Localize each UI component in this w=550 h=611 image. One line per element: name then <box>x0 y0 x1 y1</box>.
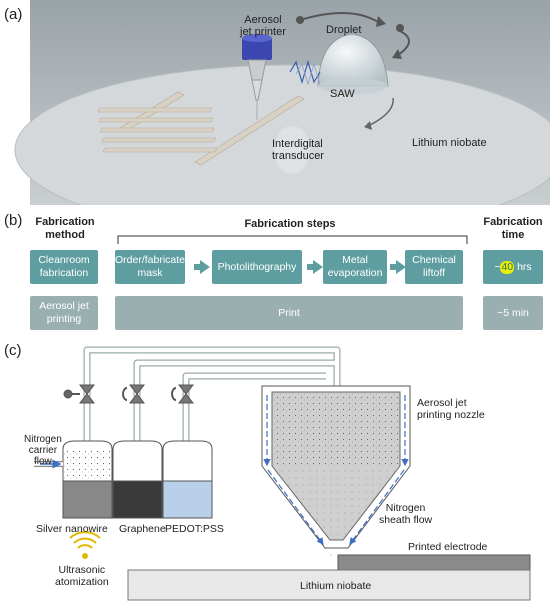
aerosol-time-box: ~5 min <box>483 296 543 330</box>
step-arrow-2 <box>307 260 323 274</box>
printed-electrode <box>337 554 531 571</box>
header-fabrication-method: Fabrication method <box>35 216 95 241</box>
step-print: Print <box>115 296 463 330</box>
panel-b-letter: (b) <box>4 212 23 229</box>
interdigital-transducer-electrodes <box>97 91 305 166</box>
lithium-niobate-substrate <box>127 569 531 601</box>
aerosol-jet-printing-box: Aerosol jet printing <box>30 296 98 330</box>
label-nitrogen-carrier-flow: Nitrogen carrier flow <box>24 434 62 467</box>
aerosol-jet-nozzle <box>261 385 411 549</box>
step-metal-evaporation-label: Metal evaporation <box>327 254 383 279</box>
saw-wave <box>289 59 321 85</box>
cleanroom-time-prefix: ~ <box>494 260 501 273</box>
label-interdigital-transducer: Interdigital transducer <box>272 138 324 162</box>
step-chemical-liftoff-label: Chemical liftoff <box>412 254 456 279</box>
ultrasonic-icon <box>69 531 101 559</box>
rotation-arrow-bottom <box>369 97 394 126</box>
step-print-label: Print <box>278 306 300 319</box>
vial-silver-nanowire <box>62 440 113 519</box>
droplet-shape <box>317 33 389 87</box>
panel-a-letter: (a) <box>4 6 23 23</box>
panel-a-illustration <box>14 0 550 205</box>
label-ultrasonic-atomization: Ultrasonic atomization <box>55 564 109 588</box>
aerosol-jet-printing-label: Aerosol jet printing <box>39 300 89 325</box>
label-nitrogen-sheath-flow: Nitrogen sheath flow <box>379 502 433 526</box>
label-pedot-pss: PEDOT:PSS <box>165 523 224 535</box>
header-fabrication-time: Fabrication time <box>483 216 543 241</box>
header-fabrication-steps: Fabrication steps <box>244 218 336 230</box>
label-lithium-niobate-a: Lithium niobate <box>412 137 487 149</box>
cleanroom-time-highlight: 40 <box>500 260 515 274</box>
step-photolithography: Photolithography <box>212 250 302 284</box>
aerosol-time-label: ~5 min <box>497 306 529 319</box>
vial-pedot-pss <box>162 440 213 519</box>
step-order-fabricate-mask-label: Order/fabricate mask <box>114 254 186 279</box>
step-arrow-1 <box>194 260 210 274</box>
step-arrow-3 <box>390 260 406 274</box>
step-order-fabricate-mask: Order/fabricate mask <box>115 250 185 284</box>
step-chemical-liftoff: Chemical liftoff <box>405 250 463 284</box>
step-metal-evaporation: Metal evaporation <box>323 250 387 284</box>
label-printed-electrode: Printed electrode <box>408 541 488 553</box>
label-droplet: Droplet <box>326 24 362 36</box>
valves <box>63 384 195 404</box>
step-photolithography-label: Photolithography <box>217 260 297 273</box>
label-lithium-niobate-c: Lithium niobate <box>300 580 372 592</box>
rotation-arrow-top <box>299 12 379 23</box>
cleanroom-fabrication-box: Cleanroom fabrication <box>30 250 98 284</box>
steps-bracket <box>117 235 468 244</box>
label-aerosol-jet-printing-nozzle: Aerosol jet printing nozzle <box>417 397 485 421</box>
cleanroom-fabrication-label: Cleanroom fabrication <box>38 254 90 279</box>
label-silver-nanowire: Silver nanowire <box>36 523 108 535</box>
cleanroom-time-box: ~ 40 hrs <box>483 250 543 284</box>
panel-c-letter: (c) <box>4 342 22 359</box>
label-saw: SAW <box>330 88 355 100</box>
cleanroom-time-suffix: hrs <box>514 260 532 273</box>
vial-graphene <box>112 440 163 519</box>
label-aerosol-jet-printer: Aerosol jet printer <box>240 14 286 38</box>
aerosol-jet-printer-head <box>242 34 272 120</box>
label-graphene: Graphene <box>119 523 166 535</box>
